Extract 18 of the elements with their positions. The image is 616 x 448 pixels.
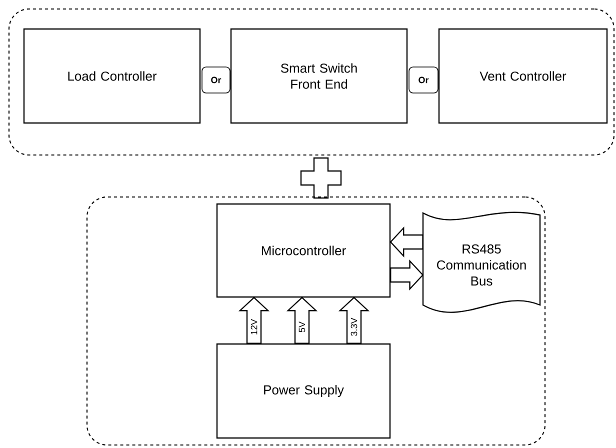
edge-label: 12V (250, 319, 258, 334)
block-box: Smart Switch Front End (230, 28, 408, 124)
block-arrow (338, 296, 370, 344)
bus-scroll: RS485 Communication Bus (422, 212, 541, 313)
block-box: Vent Controller (438, 28, 608, 124)
block-arrow (390, 226, 424, 258)
block-box: Microcontroller (216, 203, 391, 298)
block-arrow (238, 296, 270, 344)
block-box: Power Supply (216, 343, 391, 439)
block-arrow (390, 259, 424, 291)
or-badge: Or (202, 66, 230, 94)
dashed-group-frame (8, 8, 615, 156)
block-box: Load Controller (23, 28, 201, 124)
edge-label: 5V (298, 322, 306, 332)
edge-label: 3.3V (350, 318, 358, 336)
block-arrow (286, 296, 318, 344)
or-badge: Or (408, 66, 438, 94)
dashed-group-frame (86, 196, 546, 446)
